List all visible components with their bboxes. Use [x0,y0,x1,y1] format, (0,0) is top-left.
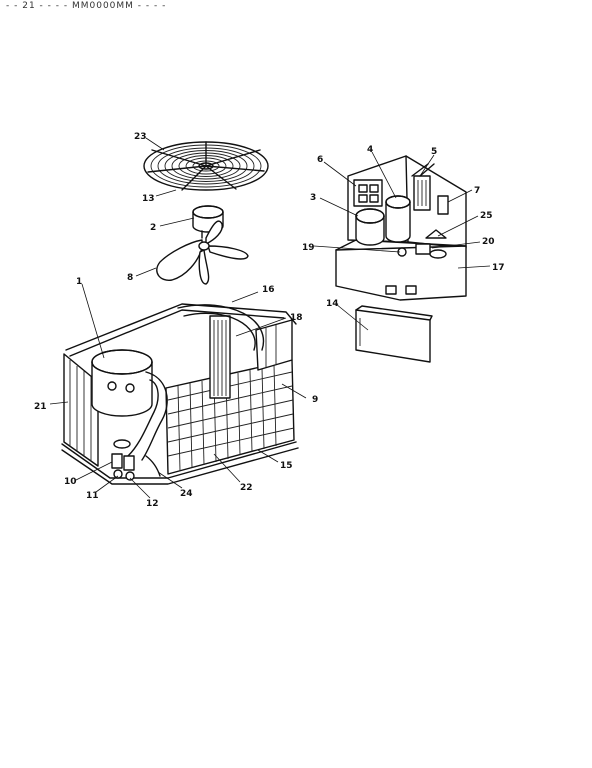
control-box [335,155,467,301]
callout-6: 6 [317,155,323,165]
callout-4: 4 [367,145,373,155]
callout-17: 17 [492,263,505,273]
callout-14: 14 [326,299,339,309]
callout-5: 5 [431,147,437,157]
fan-blade [156,220,249,285]
callout-24: 24 [180,489,193,499]
callout-7: 7 [474,186,480,196]
callout-21: 21 [34,402,47,412]
callout-19: 19 [302,243,315,253]
callout-15: 15 [280,461,293,471]
callout-25: 25 [480,211,493,221]
callout-23: 23 [134,132,147,142]
callout-8: 8 [127,273,133,283]
callout-22: 22 [240,483,253,493]
callout-12: 12 [146,499,159,509]
callout-18: 18 [290,313,303,323]
callout-3: 3 [310,193,316,203]
callout-labels: 23 13 2 8 1 21 10 11 12 24 22 15 9 16 18… [34,132,505,509]
fan-guard [143,141,269,191]
condenser-coil-assembly [61,303,299,485]
header-scan-text: - - 21 - - - - MM0000MM - - - - [6,1,166,11]
leader-lines [49,137,491,499]
callout-20: 20 [482,237,495,247]
callout-11: 11 [86,491,99,501]
callout-1: 1 [76,277,82,287]
callout-10: 10 [64,477,77,487]
callout-16: 16 [262,285,275,295]
callout-2: 2 [150,223,156,233]
compressor [91,349,168,461]
callout-13: 13 [142,194,155,204]
callout-9: 9 [312,395,318,405]
access-panel [355,305,433,363]
service-valves [111,453,161,481]
